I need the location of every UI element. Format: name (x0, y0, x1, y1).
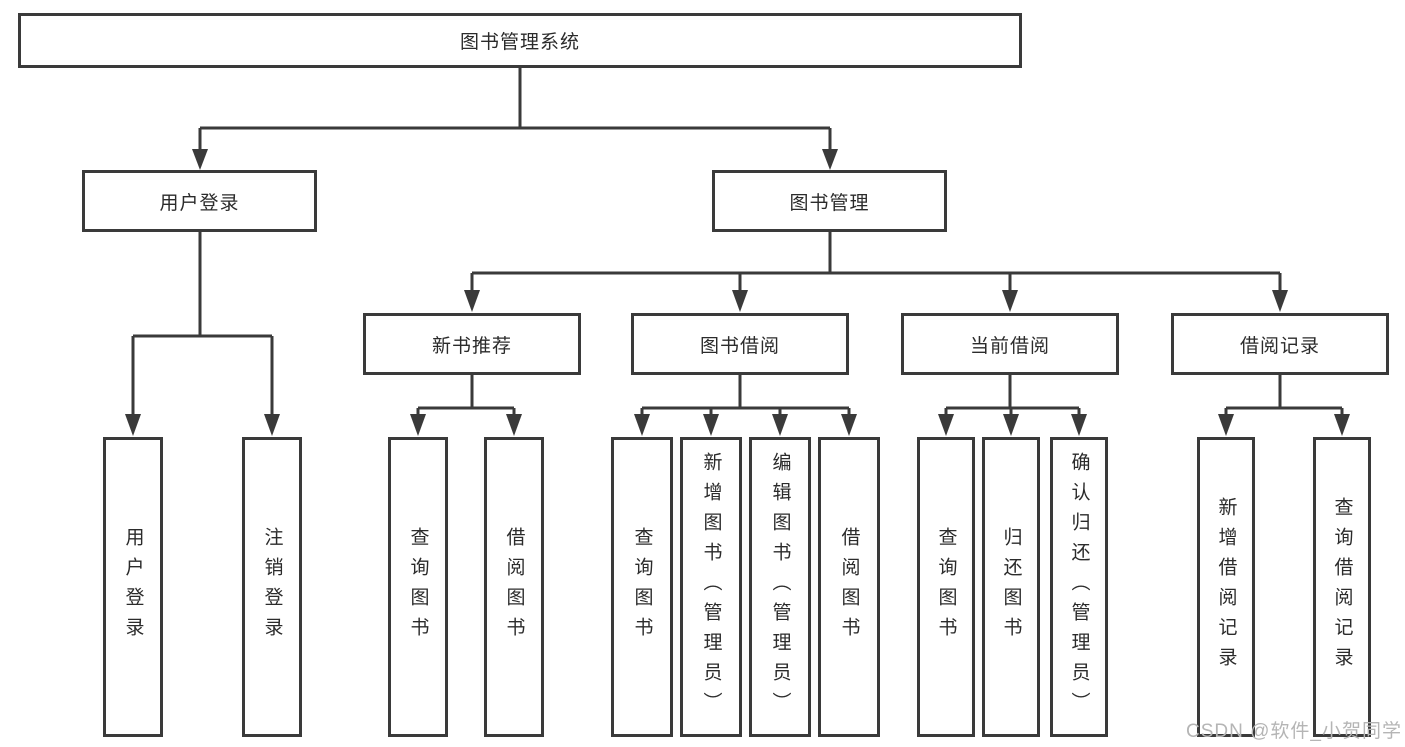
connector-new-book-to-leaves (410, 375, 522, 436)
leaf-borrow-books-recommend-label: 借阅图书 (503, 527, 525, 647)
leaf-query-books-recommend-label: 查询图书 (407, 527, 429, 647)
leaf-query-books-borrow: 查询图书 (611, 437, 673, 737)
connector-user-login-to-leaves (125, 232, 280, 436)
node-current-borrow-label: 当前借阅 (969, 335, 1050, 357)
connector-current-borrow-to-leaves (938, 375, 1087, 436)
leaf-return-books: 归还图书 (982, 437, 1040, 737)
leaf-return-books-label: 归还图书 (1000, 527, 1022, 647)
connector-root-to-level2 (192, 68, 838, 170)
connector-book-borrow-to-leaves (634, 375, 857, 436)
node-borrow-records: 借阅记录 (1171, 313, 1389, 375)
leaf-add-books-admin: 新增图书（管理员） (680, 437, 742, 737)
leaf-query-books-recommend: 查询图书 (388, 437, 448, 737)
leaf-edit-books-admin-label: 编辑图书（管理员） (769, 452, 791, 722)
connector-borrow-records-to-leaves (1218, 375, 1350, 436)
node-user-login-label: 用户登录 (159, 192, 240, 214)
leaf-logout: 注销登录 (242, 437, 302, 737)
leaf-query-books-current-label: 查询图书 (935, 527, 957, 647)
node-book-borrow-label: 图书借阅 (699, 335, 780, 357)
leaf-add-borrow-record-label: 新增借阅记录 (1215, 497, 1237, 677)
leaf-add-borrow-record: 新增借阅记录 (1197, 437, 1255, 737)
node-book-borrow: 图书借阅 (631, 313, 849, 375)
node-book-management-label: 图书管理 (789, 192, 870, 214)
leaf-borrow-books: 借阅图书 (818, 437, 880, 737)
node-new-book-recommend: 新书推荐 (363, 313, 581, 375)
node-new-book-recommend-label: 新书推荐 (431, 335, 512, 357)
leaf-add-books-admin-label: 新增图书（管理员） (700, 452, 722, 722)
leaf-user-login-label: 用户登录 (122, 527, 144, 647)
leaf-edit-books-admin: 编辑图书（管理员） (749, 437, 811, 737)
leaf-user-login: 用户登录 (103, 437, 163, 737)
node-book-management: 图书管理 (712, 170, 947, 232)
leaf-query-books-current: 查询图书 (917, 437, 975, 737)
leaf-confirm-return-admin-label: 确认归还（管理员） (1068, 452, 1090, 722)
leaf-query-borrow-record-label: 查询借阅记录 (1331, 497, 1353, 677)
node-borrow-records-label: 借阅记录 (1239, 335, 1320, 357)
csdn-watermark: CSDN @软件_小贺同学 (1186, 721, 1402, 742)
leaf-query-borrow-record: 查询借阅记录 (1313, 437, 1371, 737)
leaf-borrow-books-recommend: 借阅图书 (484, 437, 544, 737)
leaf-query-books-borrow-label: 查询图书 (631, 527, 653, 647)
node-current-borrow: 当前借阅 (901, 313, 1119, 375)
node-root-label: 图书管理系统 (459, 32, 580, 53)
node-root: 图书管理系统 (18, 13, 1022, 68)
leaf-confirm-return-admin: 确认归还（管理员） (1050, 437, 1108, 737)
node-user-login: 用户登录 (82, 170, 317, 232)
leaf-logout-label: 注销登录 (261, 527, 283, 647)
leaf-borrow-books-label: 借阅图书 (838, 527, 860, 647)
connector-book-management-to-level3 (464, 232, 1288, 312)
